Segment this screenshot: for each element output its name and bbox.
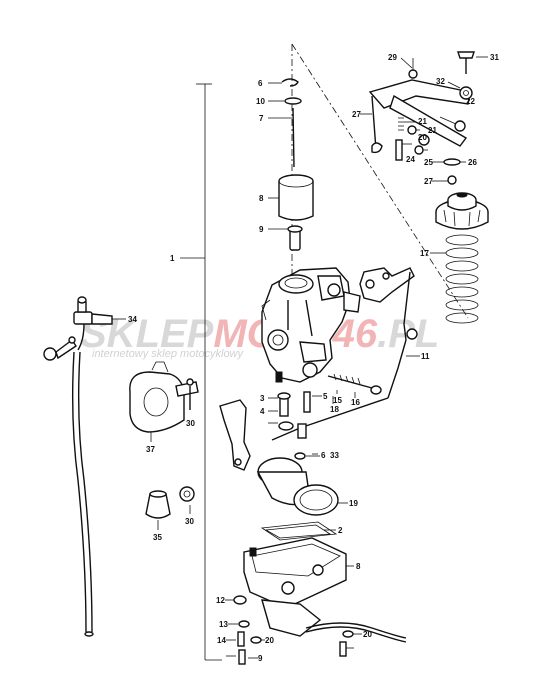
drain-hardware <box>225 595 265 665</box>
part-label: 30 <box>186 419 195 428</box>
throttle-slide <box>268 174 314 221</box>
part-label: 2 <box>338 526 343 535</box>
part-label: 5 <box>323 392 328 401</box>
hose-clamp-band <box>129 361 199 442</box>
rubber-cap <box>145 486 195 530</box>
part-label: 27 <box>352 110 361 119</box>
part-label: 17 <box>420 249 429 258</box>
part-label: 35 <box>153 533 162 542</box>
part-label: 4 <box>260 407 265 416</box>
jet-needle <box>268 107 295 168</box>
overflow-pipe <box>305 622 407 657</box>
part-label: 16 <box>351 398 360 407</box>
choke-plate <box>219 399 251 471</box>
part-labels: 6 10 7 8 9 1 29 31 32 22 27 21 21 20 24 … <box>128 53 499 663</box>
part-label: 32 <box>436 77 445 86</box>
part-label: 26 <box>468 158 477 167</box>
part-label: 21 <box>428 126 437 135</box>
part-label: 20 <box>418 133 427 142</box>
part-label: 21 <box>418 117 427 126</box>
part-label: 24 <box>406 155 415 164</box>
fuel-hose <box>71 351 94 637</box>
part-label: 20 <box>265 636 274 645</box>
float-chamber <box>243 537 354 637</box>
fuel-cock <box>43 296 126 361</box>
part-label: 37 <box>146 445 155 454</box>
spring-seat <box>268 225 303 251</box>
part-label: 9 <box>259 225 264 234</box>
pilot-jet-small <box>294 423 320 460</box>
assembly-bracket <box>180 83 222 661</box>
part-label: 11 <box>421 352 430 361</box>
needle-clip <box>268 78 299 87</box>
part-label: 6 <box>258 79 263 88</box>
throttle-bracket <box>360 51 488 154</box>
part-label: 1 <box>170 254 175 263</box>
part-label: 9 <box>258 654 263 663</box>
part-label: 20 <box>363 630 372 639</box>
part-label: 15 <box>333 396 342 405</box>
leader-lines <box>312 396 334 455</box>
float-chamber-gasket <box>260 521 338 541</box>
needle-washer <box>268 97 302 105</box>
pilot-jet-screws <box>268 391 322 431</box>
slide-spring <box>430 234 479 324</box>
part-label: 19 <box>349 499 358 508</box>
part-label: 8 <box>259 194 264 203</box>
part-label: 31 <box>490 53 499 62</box>
part-label: 13 <box>219 620 228 629</box>
part-label: 29 <box>388 53 397 62</box>
part-label: 27 <box>424 177 433 186</box>
carburetor-body <box>261 267 361 383</box>
air-screw <box>327 373 382 398</box>
part-label: 12 <box>216 596 225 605</box>
part-label: 33 <box>330 451 339 460</box>
part-label: 14 <box>217 636 226 645</box>
part-label: 18 <box>330 405 339 414</box>
part-label: 22 <box>466 97 475 106</box>
part-label: 7 <box>259 114 264 123</box>
float <box>256 457 348 516</box>
assembly-centerline <box>291 43 469 319</box>
part-label: 8 <box>356 562 361 571</box>
part-label: 6 <box>321 451 326 460</box>
part-label: 10 <box>256 97 265 106</box>
part-label: 25 <box>424 158 433 167</box>
bracket-hardware <box>395 117 466 185</box>
part-label: 30 <box>185 517 194 526</box>
carburetor-cap <box>435 192 489 230</box>
part-label: 34 <box>128 315 137 324</box>
part-label: 3 <box>260 394 265 403</box>
choke-lever-linkage <box>271 267 420 441</box>
watermark-tagline: internetowy sklep motocyklowy <box>92 348 245 360</box>
